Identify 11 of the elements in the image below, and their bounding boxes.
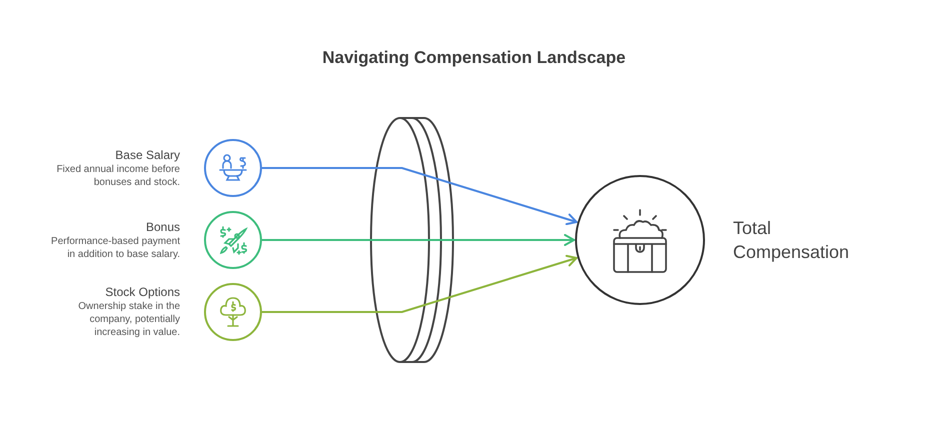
arrow: [262, 167, 578, 226]
item-heading: Stock Options: [105, 285, 180, 300]
target-label: Total Compensation: [733, 217, 850, 264]
arrow: [262, 234, 575, 246]
item-heading: Bonus: [146, 220, 180, 234]
item-description: Ownership stake in the company, potentially increasing in value.: [77, 300, 180, 339]
item-heading: Base Salary: [115, 148, 180, 162]
arrow: [262, 254, 578, 313]
item-description: Performance-based payment in addition to base salary.: [50, 234, 180, 260]
item-description: Fixed annual income before bonuses and stock.: [56, 162, 180, 188]
diagram-title: Navigating Compensation Landscape: [321, 48, 627, 68]
